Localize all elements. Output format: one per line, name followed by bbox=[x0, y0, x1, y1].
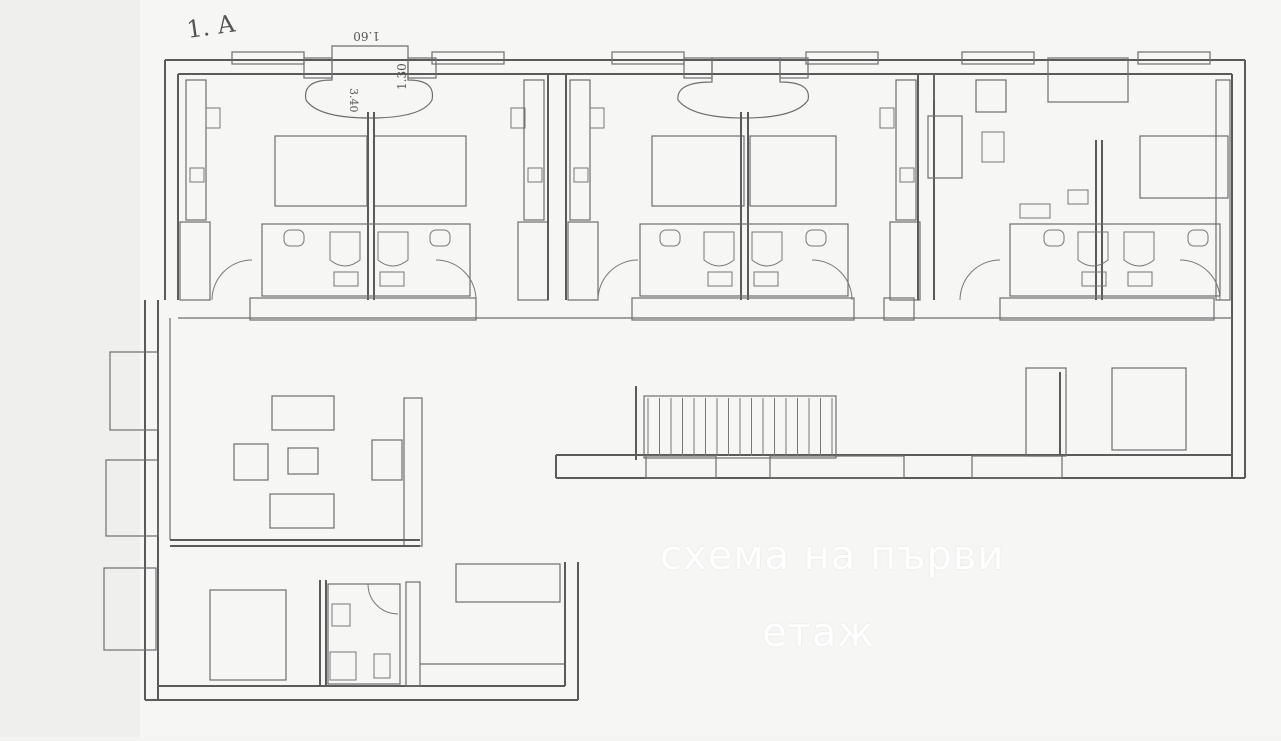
door-swing bbox=[211, 259, 253, 301]
armchair-icon bbox=[233, 443, 269, 481]
shower-icon bbox=[1123, 231, 1155, 267]
paper-shadow bbox=[0, 0, 140, 737]
bottom-bedroom bbox=[209, 563, 565, 687]
lower-right-rooms bbox=[645, 367, 1187, 479]
sink-icon bbox=[429, 229, 451, 247]
dimension-oriel: 3.40 bbox=[347, 88, 360, 113]
sofa-icon bbox=[269, 493, 335, 529]
coffee-table bbox=[287, 447, 319, 475]
staircase bbox=[647, 398, 833, 456]
sink-icon bbox=[1043, 229, 1065, 247]
wardrobe-right bbox=[523, 79, 545, 221]
sofa-icon bbox=[927, 115, 963, 179]
bed-icon bbox=[1111, 367, 1187, 451]
stair-outline bbox=[643, 395, 837, 459]
guest-room-2 bbox=[547, 74, 921, 321]
oriel-bays bbox=[304, 45, 810, 119]
shower-icon bbox=[703, 231, 735, 267]
door-swing bbox=[435, 259, 477, 301]
toilet-icon bbox=[1081, 271, 1107, 287]
fireplace-icon bbox=[371, 439, 403, 481]
sink-icon bbox=[659, 229, 681, 247]
bed-right bbox=[749, 135, 837, 207]
dimension-width: 1.60 bbox=[353, 29, 380, 43]
sofa-icon bbox=[271, 395, 335, 431]
shower-icon bbox=[329, 231, 361, 267]
guest-room-3 bbox=[883, 74, 1231, 321]
bathroom-annex bbox=[327, 583, 401, 685]
armchair-icon bbox=[975, 79, 1007, 113]
toilet-icon bbox=[753, 271, 779, 287]
toilet-icon bbox=[1127, 271, 1153, 287]
sink-icon bbox=[1187, 229, 1209, 247]
window-bay bbox=[109, 351, 159, 431]
toilet-icon bbox=[379, 271, 405, 287]
garden-bench bbox=[455, 563, 561, 603]
wardrobe-left bbox=[185, 79, 207, 221]
bathrooms-room-2 bbox=[639, 223, 849, 297]
bed-double bbox=[1139, 135, 1229, 199]
caption-line-2: етаж bbox=[762, 610, 875, 656]
shower-icon bbox=[1077, 231, 1109, 267]
shower-icon bbox=[377, 231, 409, 267]
shower-icon bbox=[329, 651, 357, 681]
toilet-icon bbox=[333, 271, 359, 287]
sink-icon bbox=[283, 229, 305, 247]
bed-icon bbox=[209, 589, 287, 681]
window-bay bbox=[105, 459, 159, 537]
sink-icon bbox=[805, 229, 827, 247]
window-bay bbox=[103, 567, 157, 651]
shower-icon bbox=[751, 231, 783, 267]
dimension-depth: 1.30 bbox=[395, 63, 409, 90]
toilet-icon bbox=[373, 653, 391, 679]
lounge bbox=[103, 318, 423, 651]
toilet-icon bbox=[707, 271, 733, 287]
sink-icon bbox=[331, 603, 351, 627]
corner-mark: 1. А bbox=[185, 9, 237, 44]
caption-line-1: схема на първи bbox=[660, 533, 1005, 579]
bathrooms-room-3 bbox=[1009, 223, 1221, 297]
bathrooms-room-1 bbox=[261, 223, 471, 297]
guest-room-1 bbox=[179, 79, 549, 321]
bed-left bbox=[651, 135, 745, 207]
